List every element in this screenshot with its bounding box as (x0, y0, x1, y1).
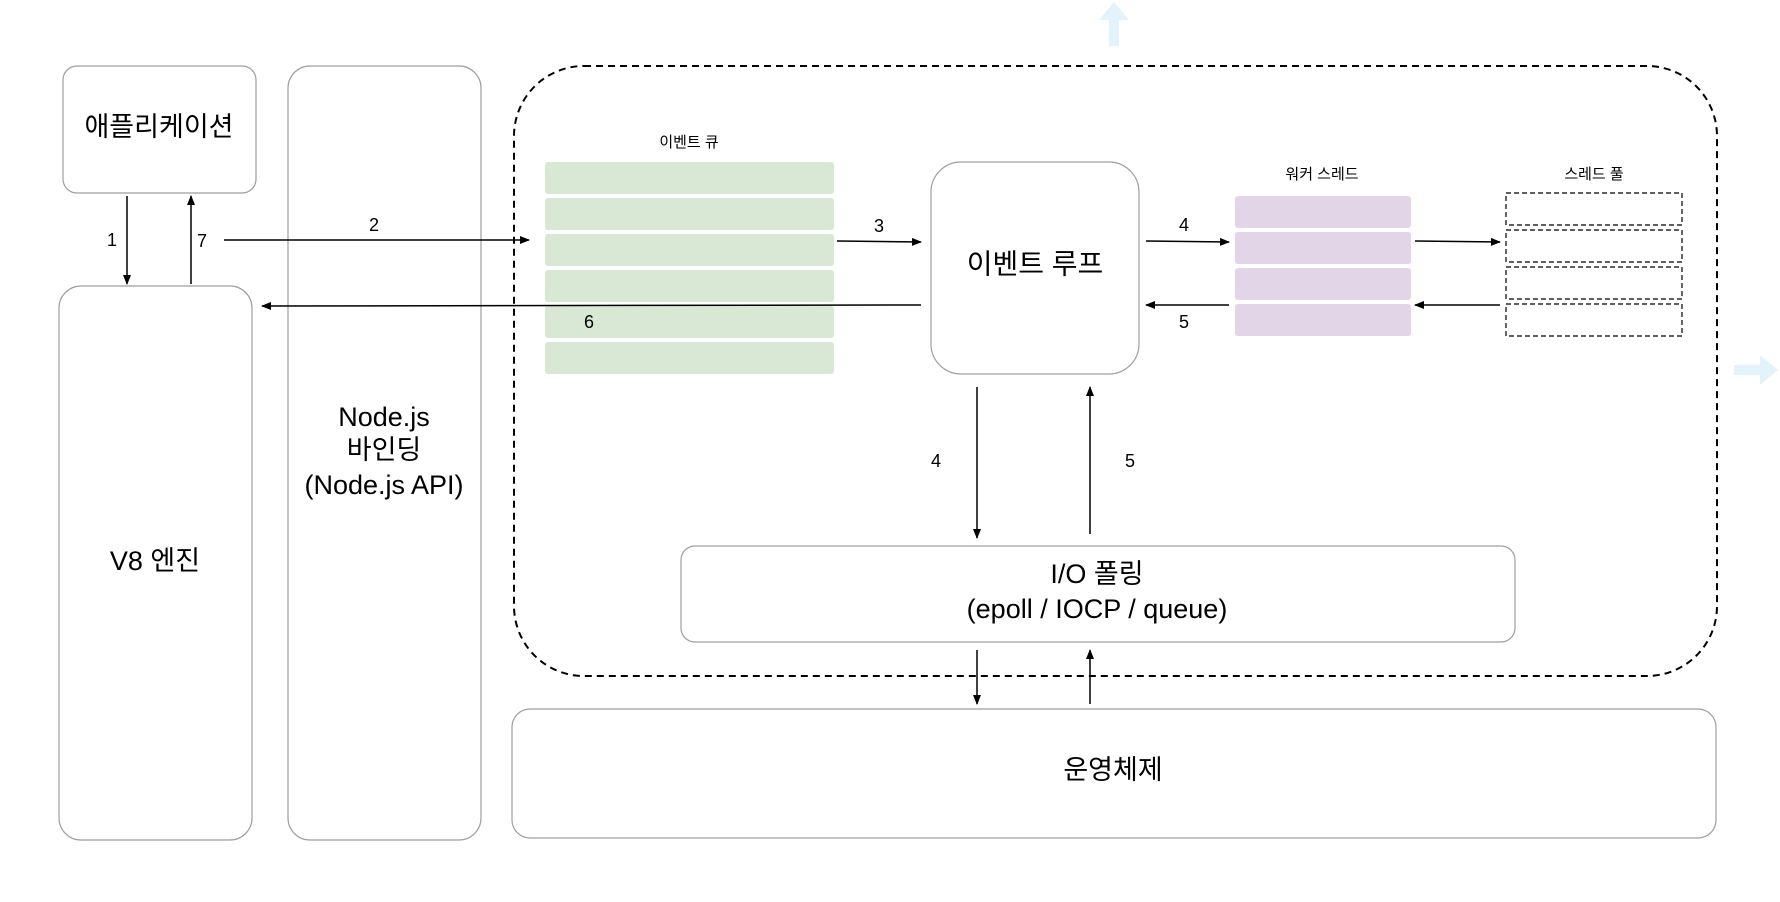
faded-right-arrow-icon (1734, 355, 1778, 385)
worker-thread-slot (1235, 304, 1411, 336)
event-queue-slot (545, 342, 834, 374)
io-polling-box (680, 545, 1516, 643)
step-4-down-label: 4 (931, 451, 941, 471)
v8-engine-box (58, 285, 253, 841)
worker-threads (1235, 196, 1411, 336)
thread-pool-slot (1505, 192, 1683, 226)
operating-system-label: 운영체제 (1063, 755, 1162, 785)
node-bindings-box (287, 65, 482, 841)
faded-up-arrow-icon (1099, 2, 1129, 46)
thread-pool-slot (1505, 229, 1683, 263)
arrow-step-3 (836, 237, 922, 246)
application-label: 애플리케이션 (84, 112, 233, 142)
event-loop-box (930, 161, 1140, 375)
node-bindings-line-2: 바인딩 (347, 435, 422, 465)
libuv-runtime-boundary (513, 65, 1718, 677)
worker-thread-slot (1235, 196, 1411, 228)
step-5-up-label: 5 (1125, 451, 1135, 471)
step-2-label: 2 (369, 215, 379, 235)
arrow-workers-to-pool (1414, 237, 1501, 246)
io-polling-line-2: (epoll / IOCP / queue) (967, 594, 1228, 624)
io-polling-line-1: I/O 폴링 (1050, 559, 1143, 589)
thread-pool-slot (1505, 303, 1683, 337)
event-queue (545, 162, 834, 374)
v8-engine-label: V8 엔진 (110, 546, 200, 576)
event-queue-slot (545, 198, 834, 230)
worker-threads-label: 워커 스레드 (1285, 166, 1358, 183)
worker-thread-slot (1235, 268, 1411, 300)
arrow-step-4-to-workers (1145, 237, 1230, 246)
event-queue-slot (545, 162, 834, 194)
node-bindings-line-3: (Node.js API) (304, 470, 463, 500)
application-box (62, 65, 257, 194)
step-5-left-label: 5 (1179, 312, 1189, 332)
thread-pool-label: 스레드 풀 (1564, 166, 1623, 183)
event-loop-label: 이벤트 루프 (967, 248, 1104, 279)
node-bindings-line-1: Node.js (338, 402, 430, 432)
operating-system-box (511, 708, 1717, 839)
step-6-label: 6 (584, 312, 594, 332)
step-1-label: 1 (107, 230, 117, 250)
thread-pool (1505, 192, 1683, 337)
step-7-label: 7 (197, 231, 207, 251)
event-queue-label: 이벤트 큐 (659, 134, 718, 151)
thread-pool-slot (1505, 266, 1683, 300)
event-queue-slot (545, 306, 834, 338)
step-3-label: 3 (874, 216, 884, 236)
step-4-right-label: 4 (1179, 215, 1189, 235)
worker-thread-slot (1235, 232, 1411, 264)
event-queue-slot (545, 234, 834, 266)
event-queue-slot (545, 270, 834, 302)
arrow-step-6 (261, 301, 922, 310)
